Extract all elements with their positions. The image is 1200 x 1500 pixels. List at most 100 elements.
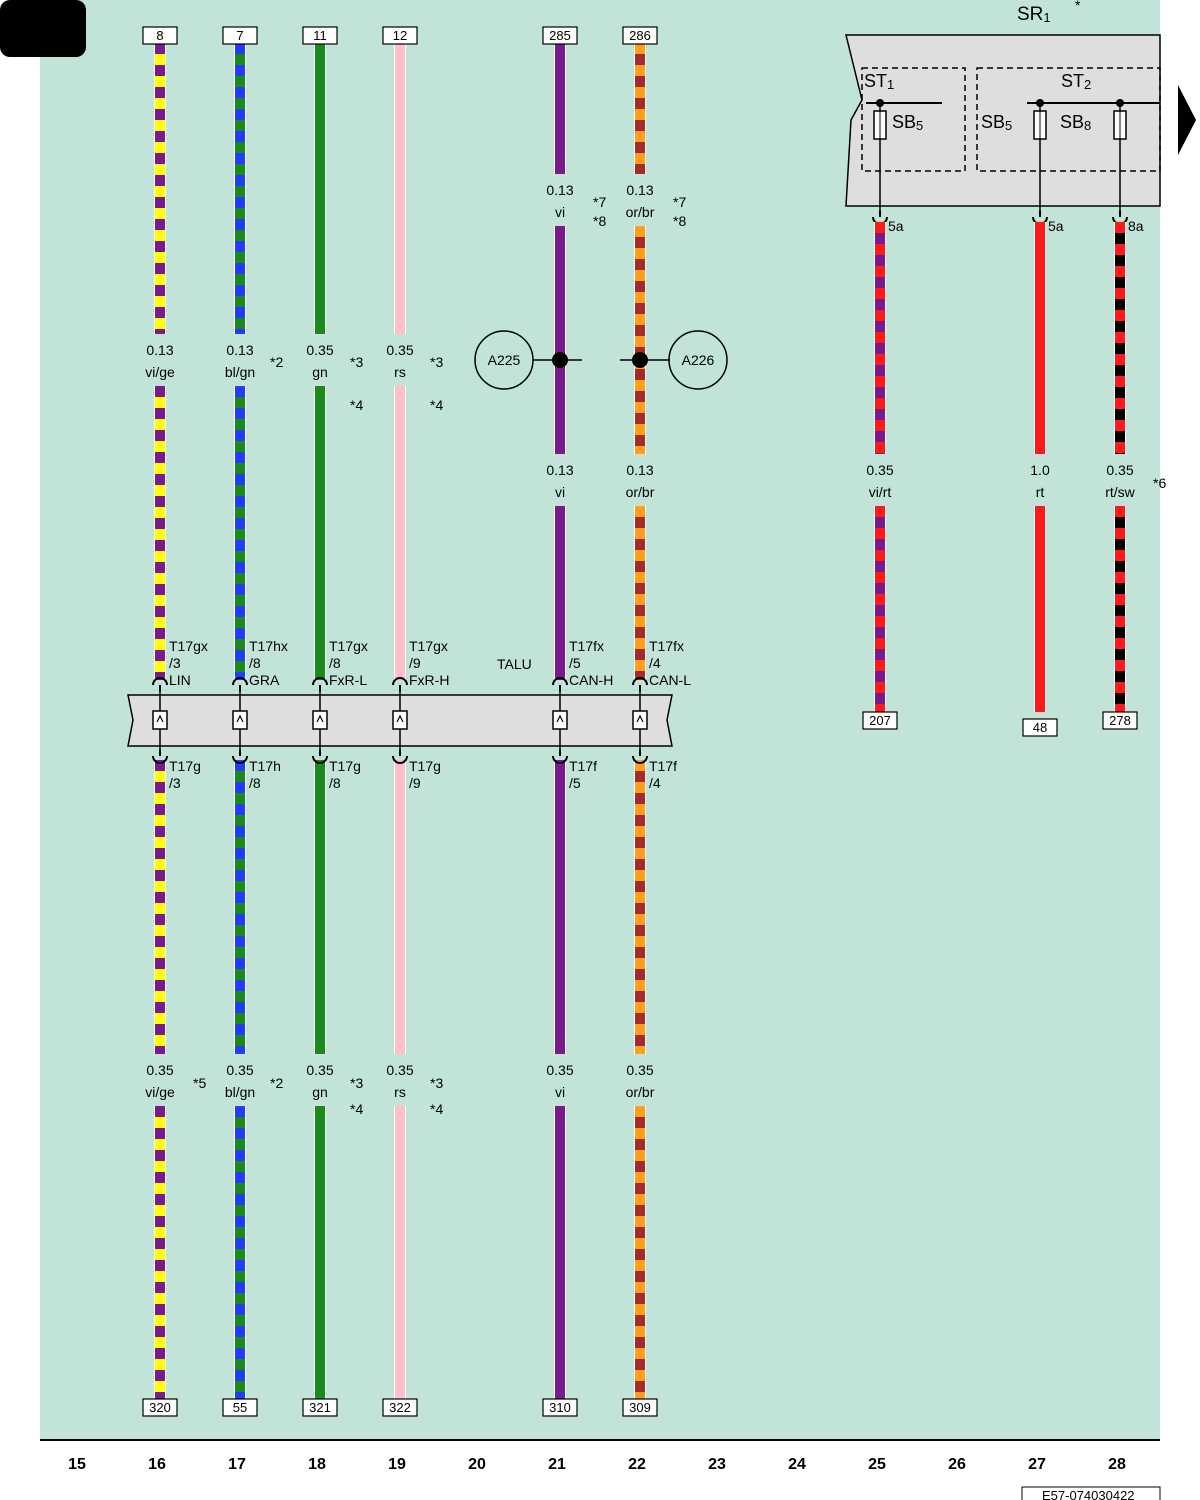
pin-upper-signal: FxR-H	[409, 672, 449, 688]
wire-tracer-stripe	[635, 303, 645, 314]
pin-terminal-icon	[152, 710, 168, 730]
wire-segment-lower	[394, 760, 406, 1054]
pin-socket-icon	[312, 677, 328, 686]
pin-arrow-icon	[236, 714, 244, 723]
wire-tracer-stripe	[635, 903, 645, 914]
wire-gauge-label: 0.13	[226, 342, 253, 358]
pin-lower-name: T17h	[249, 758, 281, 774]
wire-tracer-stripe	[155, 1315, 165, 1326]
wire-segment-bottom	[314, 1106, 326, 1400]
pin-upper-number: /5	[569, 655, 581, 671]
pin-arrow-icon	[636, 714, 644, 723]
wire-bottom-ref: 278	[1109, 713, 1131, 728]
wire-segment-upper	[634, 226, 646, 454]
wire-tracer-stripe	[1115, 539, 1125, 550]
wire-top-ref-box	[142, 26, 178, 45]
wire-footnote-mark: *3	[430, 1075, 443, 1091]
wire-tracer-stripe	[635, 1035, 645, 1046]
pin-lower-number: /4	[649, 775, 661, 791]
wire-bottom-ref: 309	[629, 1400, 651, 1415]
wire-segment-connector-upper	[234, 386, 246, 680]
wire-tracer-stripe	[235, 639, 245, 650]
wire-color-label: rt	[1036, 484, 1045, 500]
wire-color-label: rt/sw	[1105, 484, 1135, 500]
wire-tracer-stripe	[235, 54, 245, 65]
wire-top-ref: 11	[313, 28, 327, 43]
splice-circle	[474, 330, 534, 390]
wire-footnote-mark: *8	[673, 213, 686, 229]
wire-footnote-mark: *2	[270, 1075, 283, 1091]
wire-tracer-stripe	[635, 627, 645, 638]
wire-tracer-stripe	[155, 793, 165, 804]
wire-color-label: gn	[312, 1084, 328, 1100]
wire-tracer-stripe	[635, 164, 645, 174]
wire-tracer-stripe	[635, 1139, 645, 1150]
wire-footnote-mark: *3	[350, 1075, 363, 1091]
column-number: 22	[628, 1456, 646, 1473]
splice-s22[interactable]: A226	[620, 330, 728, 390]
wire-tracer-stripe	[635, 605, 645, 616]
wire-segment-connector-upper	[554, 506, 566, 680]
wire-segment-lower	[874, 506, 886, 712]
wire-tracer-stripe	[235, 318, 245, 329]
pin-upper-number: /4	[649, 655, 661, 671]
wire-tracer-stripe	[635, 1337, 645, 1348]
fuse-box-name: SR1	[1017, 4, 1051, 25]
pin-arrow-icon	[556, 714, 564, 723]
wire-segment-connector-upper	[154, 386, 166, 680]
wire-tracer-stripe	[235, 441, 245, 452]
wire-bottom-ref-box	[1102, 711, 1138, 730]
wire-segment-lower	[634, 760, 646, 1054]
wire-tracer-stripe	[635, 1293, 645, 1304]
wire-tracer-stripe	[235, 661, 245, 672]
pin-terminal-icon	[312, 710, 328, 730]
continuation-arrow-icon[interactable]	[1178, 85, 1196, 155]
column-number: 26	[948, 1456, 966, 1473]
wire-tracer-stripe	[1115, 453, 1125, 454]
wire-gauge-label: 0.35	[306, 342, 333, 358]
wire-tracer-stripe	[875, 671, 885, 682]
splice-s21[interactable]: A225	[474, 330, 582, 390]
wire-tracer-stripe	[235, 1315, 245, 1326]
wire-tracer-stripe	[155, 1205, 165, 1216]
pin-socket-icon	[632, 755, 648, 764]
pin-socket-icon	[632, 677, 648, 686]
wire-tracer-stripe	[1115, 343, 1125, 354]
wire-tracer-stripe	[155, 397, 165, 408]
wire-gauge-label: 0.13	[146, 342, 173, 358]
wire-tracer-stripe	[155, 208, 165, 219]
wire-tracer-stripe	[235, 903, 245, 914]
wire-tracer-stripe	[635, 1315, 645, 1326]
pin-lower-name: T17f	[649, 758, 677, 774]
wire-top-ref: 7	[236, 28, 243, 43]
wire-gauge-label: 0.13	[626, 462, 653, 478]
pin-socket-icon	[552, 677, 568, 686]
wire-bottom-ref-box	[222, 1398, 258, 1417]
wire-base-color	[555, 43, 565, 174]
pin-lower-number: /3	[169, 775, 181, 791]
wire-footnote-mark: *4	[430, 397, 443, 413]
wire-tracer-stripe	[235, 98, 245, 109]
wire-tracer-stripe	[155, 120, 165, 131]
wire-tracer-stripe	[635, 1227, 645, 1238]
wire-tracer-stripe	[635, 671, 645, 680]
splice-point	[632, 352, 648, 368]
